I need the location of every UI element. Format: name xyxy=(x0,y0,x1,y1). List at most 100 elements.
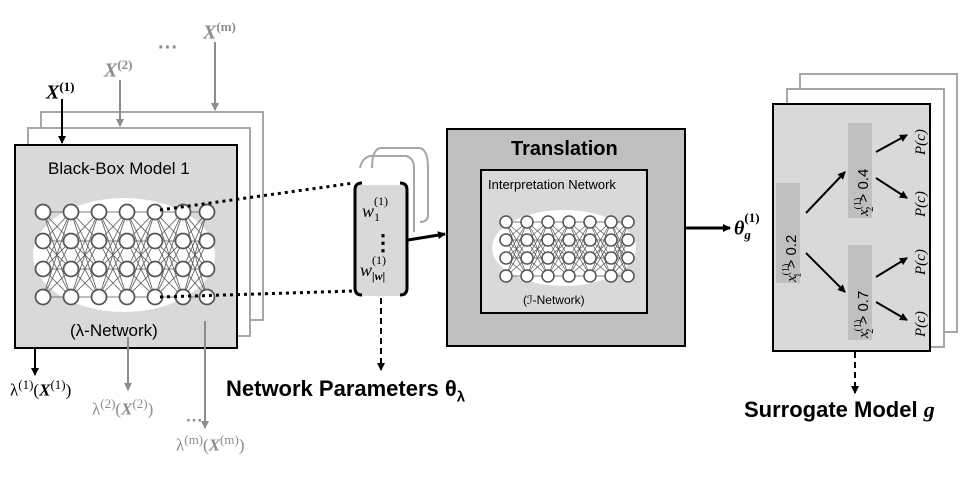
nn-edge xyxy=(547,239,570,277)
output-m-arg-sup: (m) xyxy=(220,432,239,447)
tree-edge-upper-leaf1 xyxy=(875,134,908,153)
output-2-lambda: λ xyxy=(92,399,101,419)
param-w1: w(1)1 xyxy=(362,195,388,225)
nn-edge xyxy=(42,240,72,298)
nn-edge xyxy=(505,221,528,277)
nn-node xyxy=(146,232,164,250)
nn-node xyxy=(174,203,192,221)
output-m-label: λ(m)(X(m)) xyxy=(176,433,245,454)
nn-node xyxy=(174,260,192,278)
nn-edge xyxy=(98,240,128,298)
ghost-bracket-2 xyxy=(359,155,415,169)
nn-node xyxy=(604,233,618,247)
nn-edge xyxy=(42,211,72,270)
tree-node-upper: x(1)2 > 0.4 xyxy=(853,169,876,217)
nn-edge xyxy=(547,221,570,277)
nn-edge xyxy=(568,221,591,277)
output-m-lambda: λ xyxy=(176,435,185,455)
nn-node xyxy=(198,288,216,306)
theta-g-sup: (1) xyxy=(744,210,760,225)
output-2-label: λ(2)(X(2)) xyxy=(92,397,153,418)
output-m-close: ) xyxy=(238,435,245,455)
output-1-sup: (1) xyxy=(18,377,34,392)
nn-node xyxy=(499,269,513,283)
nn-node xyxy=(118,203,136,221)
nn-node xyxy=(541,269,555,283)
output-1-label: λ(1)(X(1)) xyxy=(10,378,71,399)
nn-node xyxy=(583,233,597,247)
nn-node xyxy=(90,232,108,250)
output-2-sup: (2) xyxy=(100,396,116,411)
output-1-base: X xyxy=(39,380,51,400)
nn-node xyxy=(118,260,136,278)
nn-edge xyxy=(526,221,549,259)
nn-edge xyxy=(568,221,591,259)
tree-node-root: x(1)1 > 0.2 xyxy=(781,235,804,283)
nn-node xyxy=(541,251,555,265)
parameter-bracket-right xyxy=(399,181,409,297)
nn-node xyxy=(604,269,618,283)
dotted-line-top xyxy=(159,181,355,212)
nn-node xyxy=(562,233,576,247)
input-x2-sup: (2) xyxy=(117,57,133,72)
network-parameters-sub: λ xyxy=(456,388,466,406)
nn-edge xyxy=(126,211,156,298)
nn-node xyxy=(541,215,555,229)
nn-edge xyxy=(154,240,184,298)
tree-edge-lower-leaf1 xyxy=(875,257,908,278)
nn-node xyxy=(90,260,108,278)
nn-edge xyxy=(154,211,184,270)
nn-node xyxy=(174,232,192,250)
param-ww-base: w xyxy=(360,260,373,281)
input-x2-label: X(2) xyxy=(104,58,133,81)
tree-edge-lower-leaf2 xyxy=(875,301,908,321)
network-parameters-text: Network Parameters θ xyxy=(226,376,457,401)
nn-node xyxy=(621,251,635,265)
nn-edge xyxy=(182,211,208,270)
nn-edge xyxy=(505,221,528,259)
nn-node xyxy=(520,269,534,283)
nn-edge xyxy=(126,211,156,270)
nn-node xyxy=(562,251,576,265)
dotted-line-bottom xyxy=(159,289,355,299)
black-box-subtitle: (λ-Network) xyxy=(70,321,158,340)
input-xm-label: X(m) xyxy=(203,20,236,43)
nn-edge xyxy=(589,239,612,277)
ghost-bracket-1-side xyxy=(419,168,429,223)
nn-node xyxy=(583,215,597,229)
nn-edge xyxy=(70,240,100,298)
output-2-base: X xyxy=(121,399,133,419)
interpretation-network-title: Interpretation Network xyxy=(488,177,616,192)
output-1-arg-sup: (1) xyxy=(50,377,66,392)
param-ww-sup: (1) xyxy=(372,253,387,267)
output-2-arg-sup: (2) xyxy=(132,396,148,411)
nn-node xyxy=(198,203,216,221)
nn-node xyxy=(499,215,513,229)
input-x1-base: X xyxy=(46,81,60,104)
param-w1-sup: (1) xyxy=(374,194,389,208)
nn-edge xyxy=(589,221,612,277)
theta-g-base: θ xyxy=(734,217,745,240)
param-ww: w(1) |w| xyxy=(360,254,386,284)
interpretation-network-subtitle: (ℐ-Network) xyxy=(523,293,585,307)
output-dots: ··· xyxy=(186,411,203,430)
nn-node xyxy=(604,251,618,265)
param-w1-base: w xyxy=(362,201,375,222)
input-xm-base: X xyxy=(203,21,217,44)
nn-edge xyxy=(568,239,591,277)
nn-edge xyxy=(154,211,184,298)
interpretation-network-icon xyxy=(499,215,635,283)
parameter-vector-fill xyxy=(356,185,406,296)
black-box-title: Black-Box Model 1 xyxy=(48,159,190,178)
tree-edge-upper-leaf2 xyxy=(875,177,908,199)
input-x1-sup: (1) xyxy=(59,79,75,94)
theta-g-label: θ(1)g xyxy=(734,211,760,243)
nn-node xyxy=(34,288,52,306)
param-ww-sub: |w| xyxy=(372,269,386,283)
lambda-network-icon xyxy=(34,203,216,306)
tree-edge-root-upper xyxy=(805,171,846,214)
input-x1-label: X(1) xyxy=(46,80,75,103)
output-m-open: ( xyxy=(203,435,209,455)
translation-title: Translation xyxy=(511,138,618,160)
